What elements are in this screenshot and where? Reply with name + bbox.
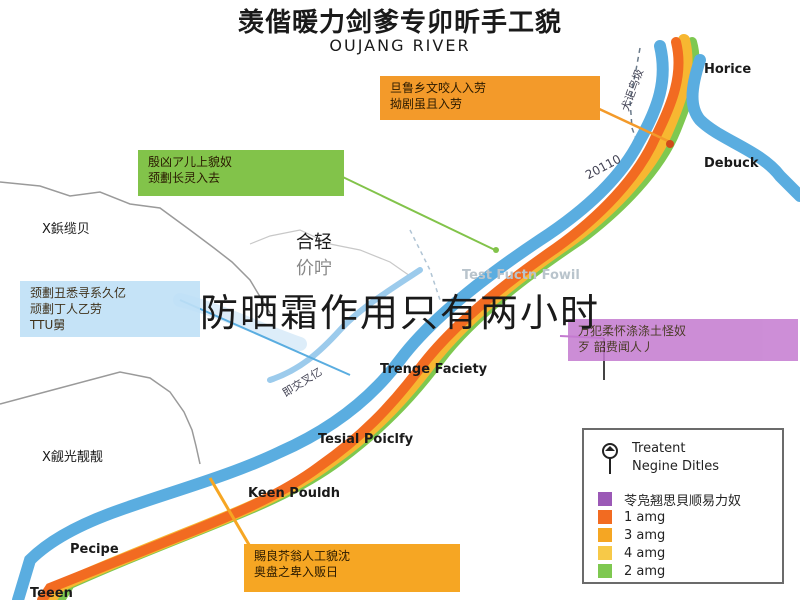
callout-orange-top-line2: 拗剧虽且入劳 — [390, 96, 590, 112]
legend-item: 2 amg — [598, 562, 665, 580]
place-teeen[interactable]: Teeen — [30, 586, 73, 601]
legend-item-label: 苓凫翘思貝顺易力奴 — [624, 490, 741, 509]
marker-confluence — [666, 140, 674, 148]
center-label-1: 合轻 — [296, 228, 332, 254]
map-subtitle: OUJANG RIVER — [0, 36, 800, 55]
callout-orange-bottom[interactable]: 賜良芥翁人工貌沈 奥盘之卑入贩日 — [244, 544, 460, 592]
region-label-west: X鋲缆贝 — [42, 218, 90, 237]
place-pecipe[interactable]: Pecipe — [70, 542, 119, 557]
pointer-green — [324, 168, 495, 250]
callout-orange-bottom-line1: 賜良芥翁人工貌沈 — [254, 548, 450, 564]
callout-green-line2: 颈劃长灵入去 — [148, 170, 334, 186]
place-debuck[interactable]: Debuck — [704, 156, 759, 171]
overlay-caption: 防晒霜作用只有两小时 — [0, 282, 800, 337]
callout-orange-bottom-line2: 奥盘之卑入贩日 — [254, 564, 450, 580]
map-title: 羡偕暖力剑爹专卯昕手工貌 — [0, 2, 800, 39]
river-blue-east-branch — [693, 60, 800, 196]
legend-title-line1: Treatent — [632, 441, 686, 456]
place-trenge-faciety[interactable]: Trenge Faciety — [380, 362, 487, 377]
callout-green[interactable]: 殷凶ア儿上貌奴 颈劃长灵入去 — [138, 150, 344, 196]
place-horice[interactable]: Horice — [704, 62, 751, 77]
callout-orange-top[interactable]: 旦鲁乡文咬人入劳 拗剧虽且入劳 — [380, 76, 600, 120]
callout-purple-line2: 歹 韶费闻人丿 — [578, 339, 788, 355]
place-tesial-poiclfy[interactable]: Tesial Poiclfy — [318, 432, 413, 447]
legend-swatch — [598, 492, 612, 506]
legend-item: 3 amg — [598, 526, 665, 544]
legend-item-label: 1 amg — [624, 510, 665, 525]
legend-item: 4 amg — [598, 544, 665, 562]
legend-item-label: 2 amg — [624, 564, 665, 579]
legend-item: 苓凫翘思貝顺易力奴 — [598, 490, 741, 508]
legend-item-label: 3 amg — [624, 528, 665, 543]
legend-title-line2: Negine Ditles — [632, 459, 719, 474]
place-test-fuctn-fowil[interactable]: Test Fuctn Fowil — [462, 268, 580, 283]
legend-item: 1 amg — [598, 508, 665, 526]
marker-green-point — [493, 247, 499, 253]
pin-icon — [598, 442, 622, 476]
place-keen-pouldh[interactable]: Keen Pouldh — [248, 486, 340, 501]
legend-item-label: 4 amg — [624, 546, 665, 561]
center-label-2: 价咛 — [296, 254, 332, 280]
legend-title: Treatent Negine Ditles — [632, 440, 719, 476]
callout-orange-top-line1: 旦鲁乡文咬人入劳 — [390, 80, 590, 96]
callout-green-line1: 殷凶ア儿上貌奴 — [148, 154, 334, 170]
legend-swatch — [598, 528, 612, 542]
legend-swatch — [598, 546, 612, 560]
legend-swatch — [598, 510, 612, 524]
region-label-southwest: X觎光靓靓 — [42, 446, 103, 465]
legend-swatch — [598, 564, 612, 578]
